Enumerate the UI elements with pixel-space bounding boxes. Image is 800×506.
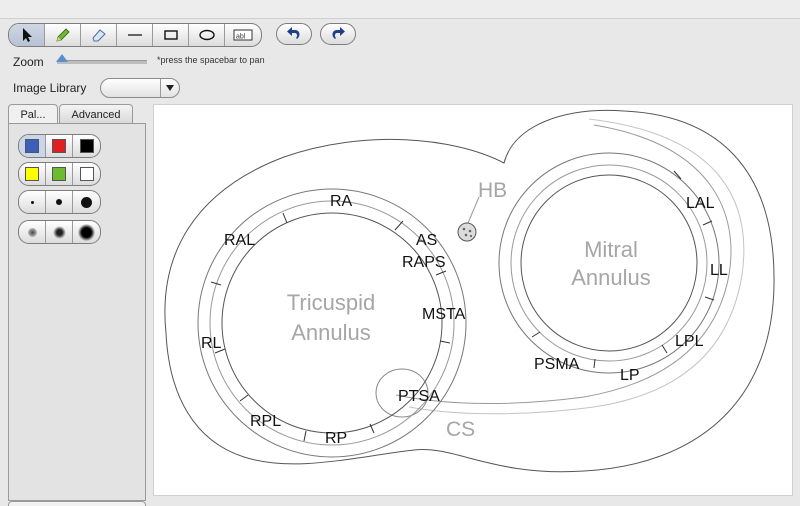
tricuspid-tick-marks <box>210 212 451 442</box>
brush-size-row <box>18 190 101 214</box>
label-as: AS <box>416 232 437 249</box>
eraser-tool-button[interactable] <box>81 24 117 46</box>
label-raps: RAPS <box>402 254 446 271</box>
his-bundle-marker <box>457 222 477 242</box>
undo-icon <box>287 27 300 39</box>
label-cs: CS <box>446 418 475 441</box>
label-lpl: LPL <box>675 333 704 350</box>
drawing-canvas[interactable]: HB Mitral Annulus Tricuspid Annulus CS R… <box>153 104 793 496</box>
label-tricuspid-annulus: Annulus <box>291 320 371 345</box>
label-mitral: Mitral <box>584 237 638 262</box>
brush-medium[interactable] <box>46 191 73 213</box>
color-swatch-yellow[interactable] <box>19 163 46 185</box>
ellipse-icon <box>198 29 215 41</box>
coronary-sinus-track <box>395 124 732 404</box>
arrow-cursor-icon <box>22 28 32 42</box>
soft-brush-large[interactable] <box>73 221 100 243</box>
line-tool-button[interactable] <box>117 24 153 46</box>
bottom-panel-tab[interactable] <box>8 501 146 506</box>
rectangle-tool-button[interactable] <box>153 24 189 46</box>
line-icon <box>127 34 142 36</box>
pan-hint: *press the spacebar to pan <box>157 55 265 65</box>
soft-brush-small[interactable] <box>19 221 46 243</box>
label-tricuspid: Tricuspid <box>287 290 375 315</box>
mitral-outer-ring <box>498 152 720 374</box>
redo-icon <box>332 27 345 39</box>
label-hb: HB <box>478 179 507 202</box>
tricuspid-mid-ring <box>209 200 455 446</box>
pencil-tool-button[interactable] <box>45 24 81 46</box>
color-row-2 <box>18 162 101 186</box>
brush-dot-large-icon <box>81 196 92 208</box>
mitral-tick-marks <box>531 170 715 369</box>
palette-panel <box>8 123 146 501</box>
text-field-icon: abl <box>233 29 253 41</box>
drawing-tools-toolbar: abl <box>8 23 262 47</box>
zoom-label: Zoom <box>13 55 44 69</box>
undo-button[interactable] <box>276 23 312 45</box>
label-ll: LL <box>710 262 728 279</box>
label-lp: LP <box>620 367 640 384</box>
zoom-slider-thumb[interactable] <box>55 54 68 62</box>
heart-annulus-diagram: HB Mitral Annulus Tricuspid Annulus CS R… <box>164 109 775 473</box>
rectangle-icon <box>163 30 178 40</box>
redo-button[interactable] <box>320 23 356 45</box>
label-ptsa: PTSA <box>398 388 440 405</box>
color-swatch-blue[interactable] <box>19 135 46 157</box>
dropdown-arrow-icon <box>160 79 179 97</box>
color-row-1 <box>18 134 101 158</box>
label-rl: RL <box>201 335 222 352</box>
hb-leader-line <box>467 196 480 224</box>
label-ral: RAL <box>224 232 255 249</box>
label-rp: RP <box>325 430 347 447</box>
text-field-tool-button[interactable]: abl <box>225 24 261 46</box>
eraser-icon <box>91 29 106 42</box>
text-field-glyph: abl <box>236 34 246 41</box>
label-lal: LAL <box>686 195 715 212</box>
mitral-mid-ring <box>510 164 708 362</box>
soft-dot-large-icon <box>78 223 95 241</box>
brush-small[interactable] <box>19 191 46 213</box>
ellipse-tool-button[interactable] <box>189 24 225 46</box>
soft-brush-medium[interactable] <box>46 221 73 243</box>
brush-dot-small-icon <box>30 200 34 204</box>
coronary-sinus-track-inner <box>408 118 745 415</box>
mitral-inner-ring <box>520 174 698 352</box>
color-swatch-white[interactable] <box>73 163 100 185</box>
color-swatch-green[interactable] <box>46 163 73 185</box>
cs-ostium <box>375 368 429 418</box>
label-ra: RA <box>330 193 353 210</box>
image-library-label: Image Library <box>13 81 87 95</box>
tricuspid-outer-ring <box>197 188 467 458</box>
pencil-icon <box>55 28 70 42</box>
brush-large[interactable] <box>73 191 100 213</box>
label-msta: MSTA <box>422 306 466 323</box>
label-rpl: RPL <box>250 413 281 430</box>
image-library-dropdown[interactable] <box>100 78 180 98</box>
soft-dot-small-icon <box>27 227 37 237</box>
select-tool-button[interactable] <box>9 24 45 46</box>
window-top-bar <box>0 0 800 19</box>
color-swatch-red[interactable] <box>46 135 73 157</box>
brush-dot-medium-icon <box>56 199 62 205</box>
soft-brush-row <box>18 220 101 244</box>
label-psma: PSMA <box>534 356 580 373</box>
zoom-slider-track[interactable] <box>57 60 147 64</box>
tricuspid-inner-ring <box>221 212 443 434</box>
soft-dot-medium-icon <box>52 225 66 239</box>
outer-heart-outline <box>164 109 775 473</box>
color-swatch-black[interactable] <box>73 135 100 157</box>
label-mitral-annulus: Annulus <box>571 265 651 290</box>
tab-advanced[interactable]: Advanced <box>59 104 133 124</box>
tab-palette[interactable]: Pal... <box>8 104 58 124</box>
